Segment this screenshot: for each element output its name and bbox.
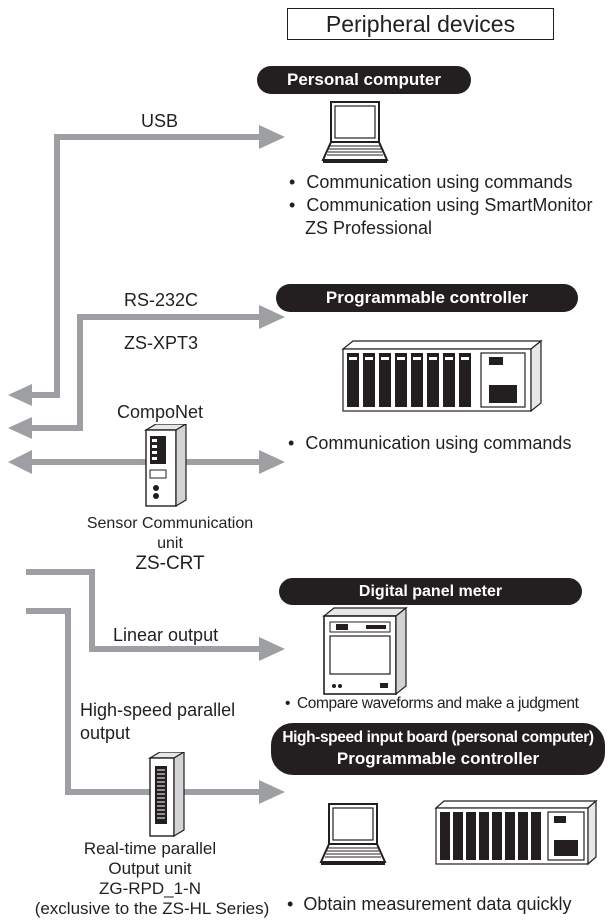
- pc-bullet-1: • Communication using commands: [289, 171, 572, 193]
- comm-unit-bullet-text: Communication using commands: [305, 433, 572, 453]
- componet-left-arrowhead: [8, 450, 32, 474]
- parallel-unit-caption-2: Output unit: [108, 859, 192, 878]
- pc-bullet-3: ZS Professional: [305, 218, 433, 238]
- dpm-bullet-text: Compare waveforms and make a judgment: [296, 695, 579, 712]
- usb-left-arrowhead: [8, 384, 32, 406]
- pc-bullet-2-text: Communication using SmartMonitor: [306, 195, 593, 215]
- pc-bullet-2: • Communication using SmartMonitor: [289, 194, 592, 216]
- comm-unit-bullet: • Communication using commands: [288, 432, 571, 454]
- parallel-unit-caption-3: ZG-RPD_1-N: [98, 879, 201, 898]
- dpm-bullet: • Compare waveforms and make a judgment: [285, 694, 579, 714]
- linear-output-arrowhead: [259, 637, 285, 661]
- plc-rack-icon: [434, 799, 598, 866]
- sensor-communication-unit-icon: [143, 424, 188, 508]
- page-title: Peripheral devices: [287, 8, 554, 40]
- componet-right-arrowhead: [259, 450, 285, 474]
- componet-label: CompoNet: [117, 402, 204, 422]
- digital-panel-meter-icon: [322, 606, 408, 696]
- high-speed-heading-line-1: High-speed input board (personal compute…: [282, 729, 594, 746]
- comm-unit-caption-1: Sensor Communication: [86, 515, 254, 532]
- usb-arrowhead: [259, 125, 285, 149]
- digital-panel-meter-heading: Digital panel meter: [279, 578, 582, 605]
- rs232c-line: [28, 314, 262, 431]
- zs-xpt3-label: ZS-XPT3: [124, 333, 199, 353]
- parallel-output-label-1: High-speed parallel: [80, 700, 236, 720]
- plc-rack-icon: [341, 339, 543, 413]
- parallel-unit-caption-1: Real-time parallel: [83, 839, 217, 858]
- high-speed-heading: High-speed input board (personal compute…: [271, 723, 605, 775]
- linear-output-label: Linear output: [113, 625, 219, 645]
- linear-output-line: [26, 569, 262, 652]
- bullet-mark: •: [289, 195, 296, 215]
- comm-unit-caption-2: unit: [157, 535, 183, 552]
- parallel-output-label-2: output: [80, 723, 131, 743]
- plc-heading: Programmable controller: [276, 284, 578, 312]
- usb-label: USB: [141, 111, 179, 131]
- pc-bullet-1-text: Communication using commands: [306, 172, 573, 192]
- rs232c-label: RS-232C: [124, 290, 199, 310]
- bullet-mark: •: [285, 695, 291, 712]
- high-speed-bullet: • Obtain measurement data quickly: [287, 893, 571, 915]
- personal-computer-heading: Personal computer: [257, 66, 471, 94]
- rs232c-arrowhead: [259, 305, 285, 329]
- bullet-mark: •: [288, 433, 295, 453]
- comm-unit-caption-3: ZS-CRT: [135, 553, 205, 574]
- high-speed-bullet-text: Obtain measurement data quickly: [303, 894, 572, 914]
- laptop-icon: [321, 101, 389, 163]
- laptop-icon: [319, 803, 387, 865]
- bullet-mark: •: [287, 894, 294, 914]
- bullet-mark: •: [289, 172, 296, 192]
- high-speed-heading-line-2: Programmable controller: [336, 749, 540, 768]
- usb-line: [28, 134, 262, 398]
- rs232c-left-arrowhead: [8, 417, 32, 439]
- parallel-unit-caption-4: (exclusive to the ZS-HL Series): [34, 899, 270, 918]
- parallel-output-arrowhead: [259, 780, 285, 804]
- parallel-output-unit-icon: [147, 752, 186, 838]
